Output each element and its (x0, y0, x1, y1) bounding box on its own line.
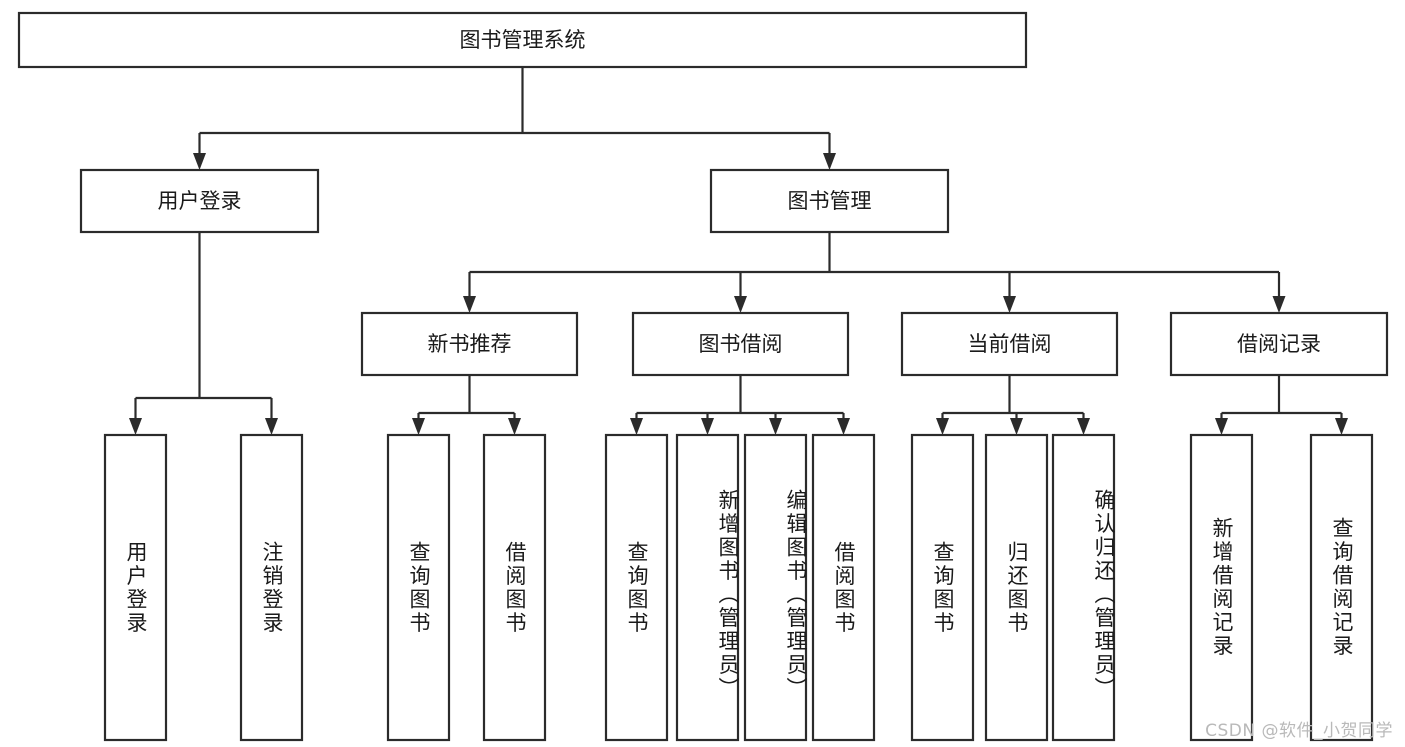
node-box-book-borrow[interactable] (631, 311, 850, 377)
node-label-user-login: 用户登录 (158, 189, 242, 213)
node-box-leaf-query-book-2[interactable] (604, 433, 669, 742)
arrow-head-icon (936, 418, 949, 435)
node-label-current-borrow: 当前借阅 (968, 332, 1052, 356)
arrow-head-icon (1077, 418, 1090, 435)
arrow-head-icon (769, 418, 782, 435)
arrow-head-icon (1010, 418, 1023, 435)
arrow-head-icon (630, 418, 643, 435)
watermark: CSDN @软件_小贺同学 (1205, 721, 1393, 741)
node-box-leaf-borrow-book-2[interactable] (811, 433, 876, 742)
arrow-head-icon (463, 296, 476, 313)
arrow-head-icon (508, 418, 521, 435)
node-box-current-borrow[interactable] (900, 311, 1119, 377)
node-box-leaf-borrow-book-1[interactable] (482, 433, 547, 742)
arrow-head-icon (1335, 418, 1348, 435)
arrow-head-icon (1003, 296, 1016, 313)
node-box-leaf-confirm-return-admin[interactable] (1051, 433, 1116, 742)
node-box-leaf-return-book[interactable] (984, 433, 1049, 742)
node-label-book-management: 图书管理 (788, 189, 872, 213)
node-label-root: 图书管理系统 (460, 28, 586, 52)
node-label-new-book-recommend: 新书推荐 (428, 332, 512, 356)
node-box-leaf-query-borrow-record[interactable] (1309, 433, 1374, 742)
arrow-head-icon (837, 418, 850, 435)
arrow-head-icon (412, 418, 425, 435)
arrow-head-icon (129, 418, 142, 435)
boxes-layer (17, 11, 1389, 742)
node-box-book-management[interactable] (709, 168, 950, 234)
node-box-leaf-query-book-3[interactable] (910, 433, 975, 742)
arrow-head-icon (1272, 296, 1286, 313)
node-label-borrow-record: 借阅记录 (1237, 332, 1321, 356)
node-box-root[interactable] (17, 11, 1028, 69)
node-label-book-borrow: 图书借阅 (699, 332, 783, 356)
connectors-layer (129, 67, 1348, 435)
node-box-new-book-recommend[interactable] (360, 311, 579, 377)
arrow-head-icon (1215, 418, 1228, 435)
arrow-head-icon (823, 153, 836, 170)
arrow-head-icon (265, 418, 278, 435)
arrow-head-icon (734, 296, 747, 313)
node-box-leaf-user-login[interactable] (103, 433, 168, 742)
node-box-borrow-record[interactable] (1169, 311, 1389, 377)
node-box-leaf-add-borrow-record[interactable] (1189, 433, 1254, 742)
node-box-leaf-query-book-1[interactable] (386, 433, 451, 742)
node-box-leaf-add-book-admin[interactable] (675, 433, 740, 742)
node-box-user-login[interactable] (79, 168, 320, 234)
arrow-head-icon (701, 418, 714, 435)
node-box-leaf-edit-book-admin[interactable] (743, 433, 808, 742)
node-box-leaf-logout[interactable] (239, 433, 304, 742)
arrow-head-icon (193, 153, 206, 170)
